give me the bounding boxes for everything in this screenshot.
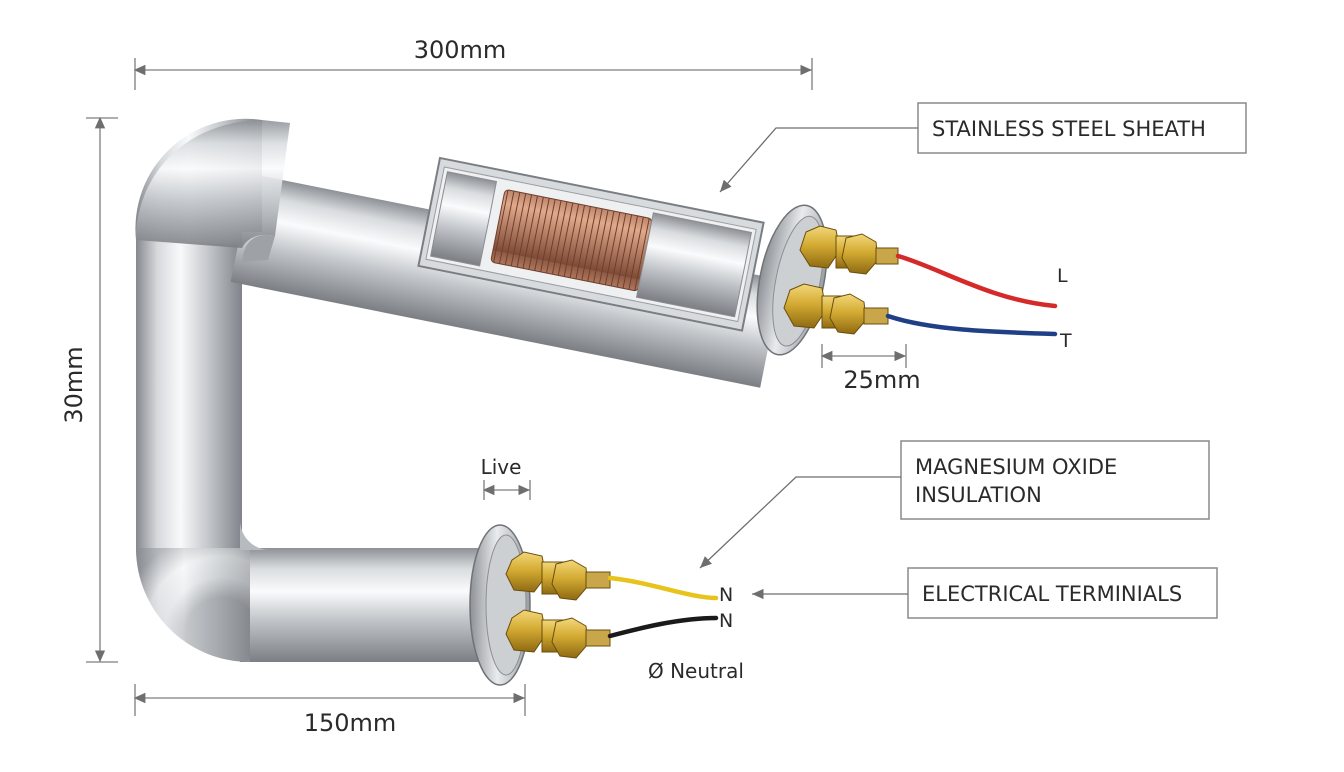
callout-insulation-line2: INSULATION xyxy=(915,483,1042,507)
wire-neutral-yellow xyxy=(607,575,719,601)
dimension-top: 300mm xyxy=(133,36,813,90)
dimension-terminal: 25mm xyxy=(820,344,921,394)
lower-terminal-2 xyxy=(505,609,611,659)
callout-sheath-label: STAINLESS STEEL SHEATH xyxy=(932,117,1206,141)
wire-label-n-yellow: N xyxy=(719,584,733,606)
wire-blue xyxy=(885,313,1058,337)
lower-flange xyxy=(469,524,531,686)
wire-label-t: T xyxy=(1059,330,1072,352)
dimension-top-label: 300mm xyxy=(414,36,507,64)
dimension-left-label: 30mm xyxy=(60,346,88,423)
live-marker: Live xyxy=(481,455,531,500)
cutaway-section xyxy=(417,156,765,332)
callout-terminals: ELECTRICAL TERMINIALS xyxy=(752,567,1218,619)
callout-terminals-label: ELECTRICAL TERMINIALS xyxy=(922,582,1182,606)
callout-insulation: MAGNESIUM OXIDE INSULATION xyxy=(699,440,1210,569)
wire-neutral-black xyxy=(607,615,719,639)
callout-insulation-line1: MAGNESIUM OXIDE xyxy=(915,455,1117,479)
upper-terminal-2 xyxy=(783,283,889,335)
neutral-label: Ø Neutral xyxy=(648,659,744,683)
wire-label-n-black: N xyxy=(719,610,733,632)
lower-terminal-1 xyxy=(505,551,611,601)
wire-live-red xyxy=(895,253,1058,309)
wire-label-l: L xyxy=(1057,265,1068,287)
live-marker-label: Live xyxy=(481,455,522,479)
dimension-left: 30mm xyxy=(60,116,118,663)
dimension-terminal-label: 25mm xyxy=(843,366,920,394)
dimension-bottom: 150mm xyxy=(133,684,526,737)
dimension-bottom-label: 150mm xyxy=(304,709,397,737)
upper-terminal-1 xyxy=(799,225,899,275)
callout-sheath: STAINLESS STEEL SHEATH xyxy=(719,102,1247,193)
